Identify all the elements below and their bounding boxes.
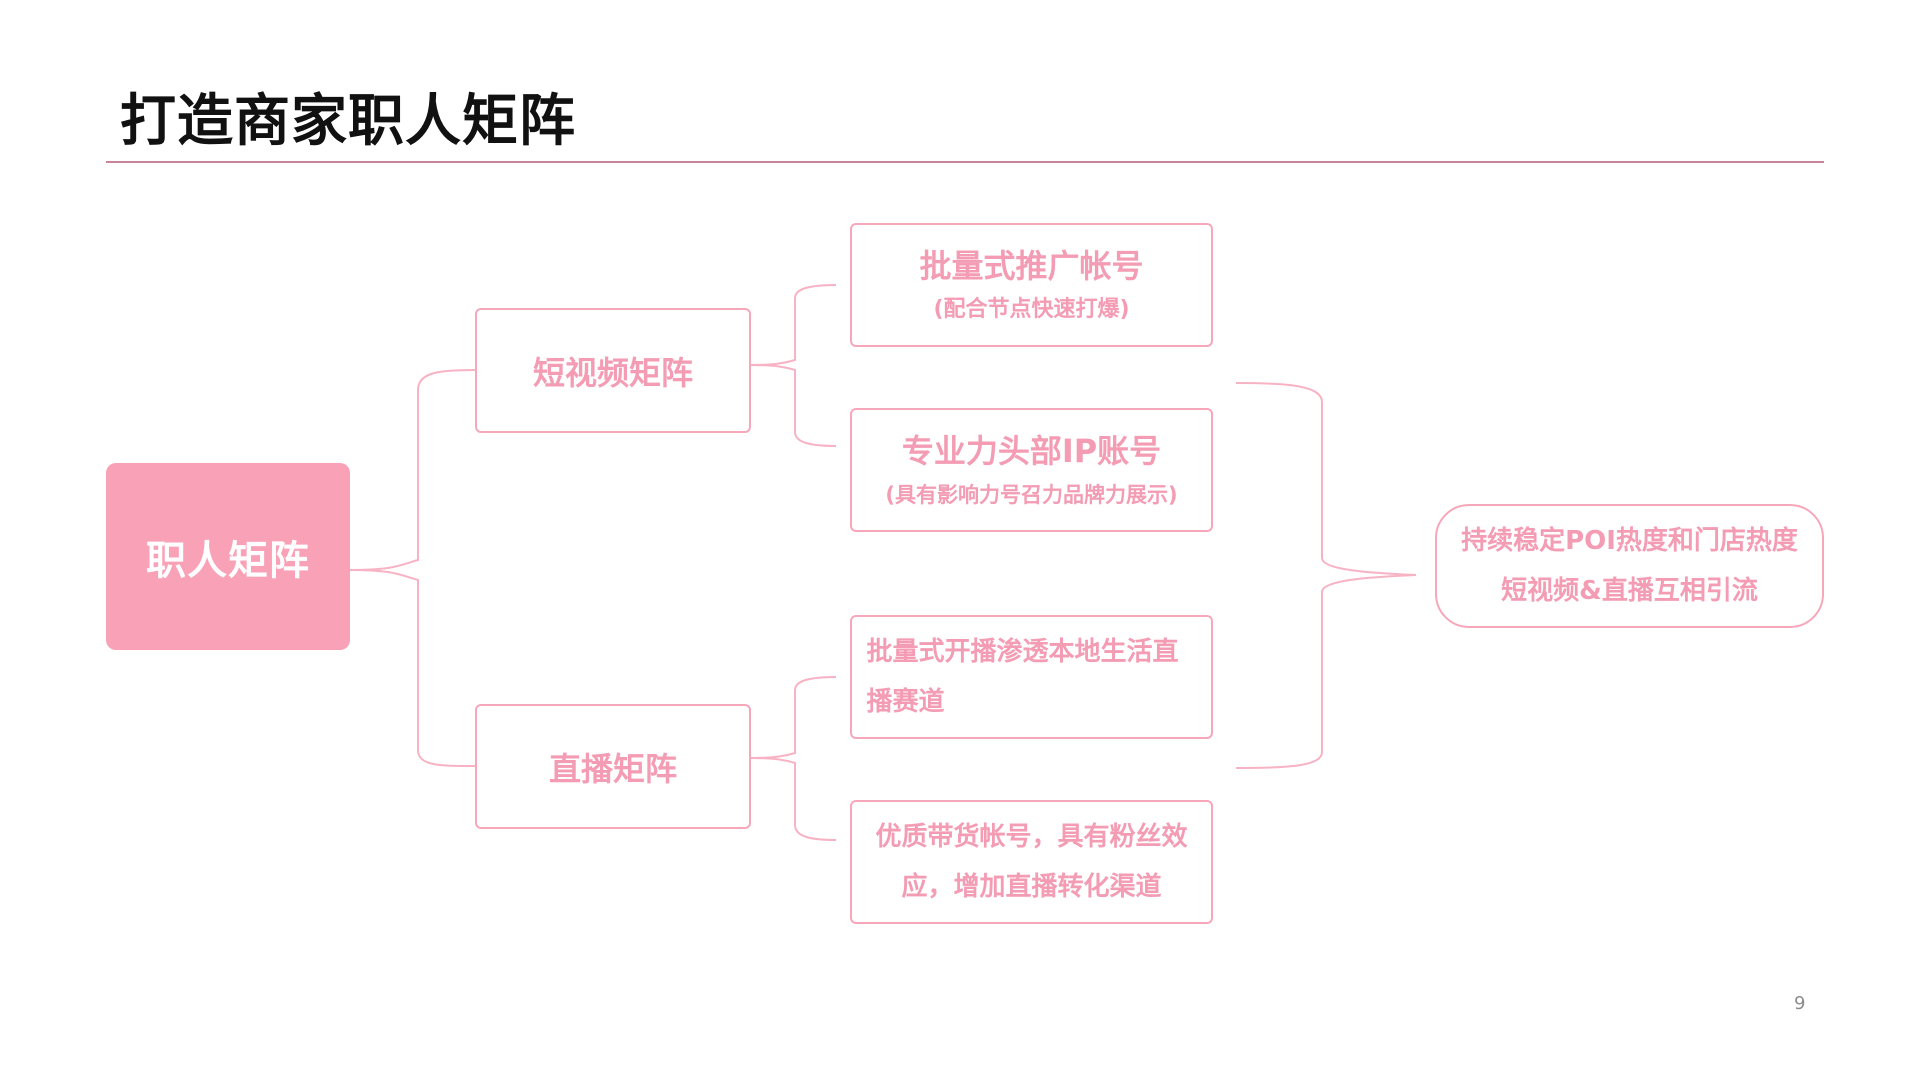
outcome-node: 持续稳定POI热度和门店热度短视频&直播互相引流 [1435, 504, 1824, 628]
title-divider [106, 161, 1824, 163]
page-number: 9 [1794, 993, 1806, 1014]
connector-root-to-live [349, 569, 476, 767]
branch-livestream: 直播矩阵 [475, 704, 751, 829]
leaf-text: 优质带货帐号，具有粉丝效应，增加直播转化渠道 [875, 822, 1188, 902]
leaf-subtitle: (配合节点快速打爆) [933, 297, 1130, 322]
connector-video-to-leaf-1 [750, 284, 837, 366]
leaf-batch-live-accounts: 批量式开播渗透本地生活直播赛道 [850, 615, 1213, 739]
connector-live-to-leaf-4 [750, 757, 837, 841]
leaf-head-ip-accounts: 专业力头部IP账号 (具有影响力号召力品牌力展示) [850, 408, 1213, 532]
root-label: 职人矩阵 [146, 537, 310, 584]
branch-label: 短视频矩阵 [532, 353, 693, 392]
leaf-batch-promo-accounts: 批量式推广帐号 (配合节点快速打爆) [850, 223, 1213, 347]
page-title: 打造商家职人矩阵 [120, 89, 576, 154]
leaf-text: 批量式开播渗透本地生活直播赛道 [866, 637, 1179, 717]
connector-video-to-leaf-2 [750, 364, 837, 447]
branch-short-video: 短视频矩阵 [475, 308, 751, 433]
branch-label: 直播矩阵 [548, 749, 677, 788]
outcome-label: 持续稳定POI热度和门店热度短视频&直播互相引流 [1461, 526, 1798, 606]
leaf-subtitle: (具有影响力号召力品牌力展示) [885, 483, 1178, 507]
connector-root-to-video [349, 369, 476, 571]
connector-live-to-leaf-3 [750, 676, 837, 759]
leaf-quality-sales-accounts: 优质带货帐号，具有粉丝效应，增加直播转化渠道 [850, 800, 1213, 924]
leaf-title: 专业力头部IP账号 [901, 432, 1162, 470]
leaf-title: 批量式推广帐号 [919, 247, 1144, 285]
root-node: 职人矩阵 [106, 463, 350, 650]
connector-brace-to-outcome [1235, 382, 1417, 769]
